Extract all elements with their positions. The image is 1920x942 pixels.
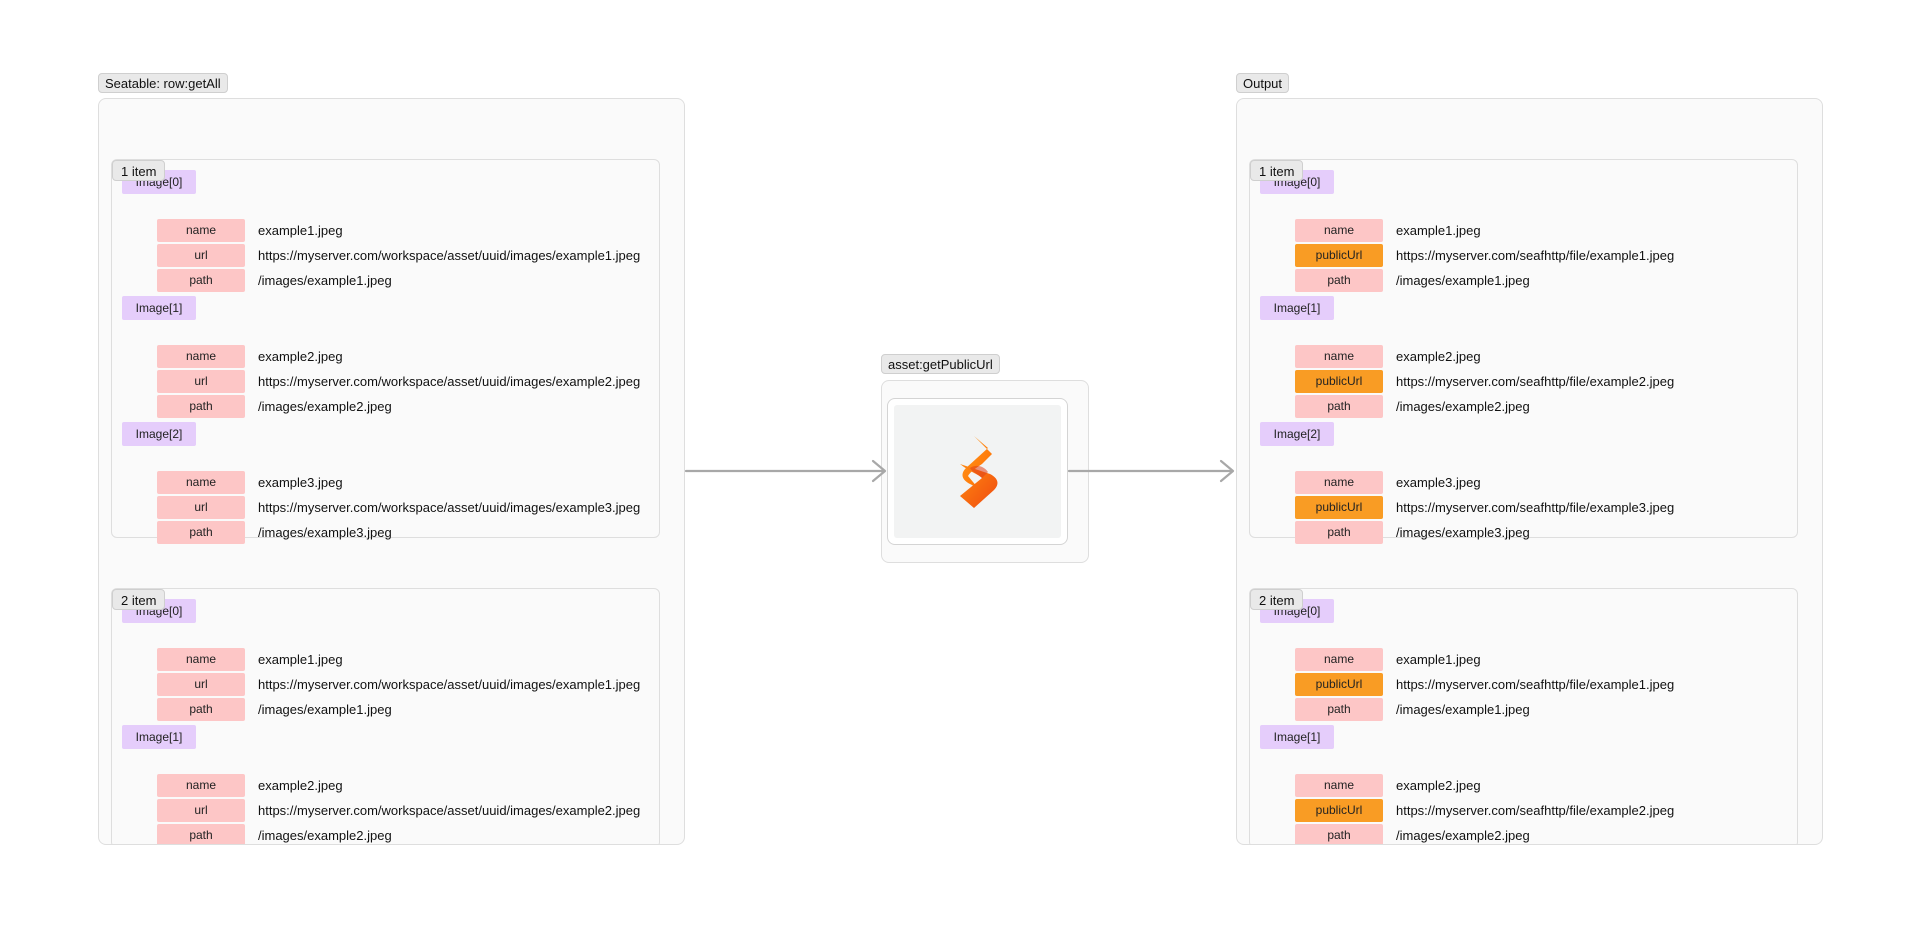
field-value: https://myserver.com/workspace/asset/uui… (258, 803, 641, 818)
field-value: example1.jpeg (258, 652, 343, 667)
field-key: publicUrl (1295, 496, 1383, 519)
field-key: publicUrl (1295, 799, 1383, 822)
field-value: /images/example1.jpeg (258, 273, 392, 288)
field-key: name (1295, 471, 1383, 494)
field-key: publicUrl (1295, 673, 1383, 696)
field-key: name (157, 774, 245, 797)
item-label: 2 item (1250, 589, 1304, 610)
operation-card[interactable] (887, 398, 1068, 545)
item-label: 1 item (112, 160, 166, 181)
field-value: example2.jpeg (1396, 349, 1481, 364)
field-key: path (1295, 824, 1383, 844)
field-value: https://myserver.com/workspace/asset/uui… (258, 677, 641, 692)
field-key: path (157, 521, 245, 544)
image-tag: Image[2] (1260, 422, 1334, 446)
item-label: 2 item (112, 589, 166, 610)
field-key: publicUrl (1295, 370, 1383, 393)
field-key: name (157, 648, 245, 671)
field-key: name (157, 471, 245, 494)
image-tag: Image[1] (122, 296, 196, 320)
field-value: /images/example2.jpeg (258, 828, 392, 843)
field-key: url (157, 673, 245, 696)
field-value: /images/example2.jpeg (1396, 399, 1530, 414)
field-value: /images/example3.jpeg (258, 525, 392, 540)
field-value: /images/example1.jpeg (258, 702, 392, 717)
field-value: /images/example2.jpeg (258, 399, 392, 414)
image-tag: Image[1] (1260, 296, 1334, 320)
field-value: /images/example2.jpeg (1396, 828, 1530, 843)
seatable-logo-icon (959, 435, 997, 508)
field-key: path (157, 395, 245, 418)
operation-title: asset:getPublicUrl (881, 354, 1000, 374)
field-value: /images/example3.jpeg (1396, 525, 1530, 540)
field-key: path (157, 824, 245, 844)
field-value: https://myserver.com/workspace/asset/uui… (258, 248, 641, 263)
field-key: url (157, 244, 245, 267)
field-key: name (157, 345, 245, 368)
field-value: https://myserver.com/seafhttp/file/examp… (1396, 500, 1675, 515)
image-tag: Image[2] (122, 422, 196, 446)
image-tag: Image[1] (1260, 725, 1334, 749)
field-key: publicUrl (1295, 244, 1383, 267)
field-value: https://myserver.com/workspace/asset/uui… (258, 374, 641, 389)
field-value: example2.jpeg (258, 349, 343, 364)
field-value: example1.jpeg (258, 223, 343, 238)
field-key: path (157, 269, 245, 292)
image-tag: Image[1] (122, 725, 196, 749)
connector-arrowhead-icon (1219, 459, 1235, 483)
field-value: example1.jpeg (1396, 223, 1481, 238)
field-key: url (157, 799, 245, 822)
field-key: url (157, 496, 245, 519)
field-key: name (1295, 219, 1383, 242)
field-key: path (1295, 698, 1383, 721)
field-value: example3.jpeg (258, 475, 343, 490)
field-key: name (1295, 774, 1383, 797)
field-value: example2.jpeg (258, 778, 343, 793)
field-value: /images/example1.jpeg (1396, 273, 1530, 288)
field-value: example1.jpeg (1396, 652, 1481, 667)
field-value: https://myserver.com/seafhttp/file/examp… (1396, 374, 1675, 389)
field-key: path (1295, 521, 1383, 544)
field-key: name (157, 219, 245, 242)
field-key: path (1295, 269, 1383, 292)
field-key: path (1295, 395, 1383, 418)
field-value: /images/example1.jpeg (1396, 702, 1530, 717)
field-key: path (157, 698, 245, 721)
field-value: https://myserver.com/seafhttp/file/examp… (1396, 677, 1675, 692)
field-key: name (1295, 648, 1383, 671)
field-key: name (1295, 345, 1383, 368)
field-value: https://myserver.com/workspace/asset/uui… (258, 500, 641, 515)
output-panel-title: Output (1236, 73, 1290, 93)
operation-node (881, 380, 1089, 563)
field-value: example3.jpeg (1396, 475, 1481, 490)
field-value: https://myserver.com/seafhttp/file/examp… (1396, 803, 1675, 818)
field-value: example2.jpeg (1396, 778, 1481, 793)
field-key: url (157, 370, 245, 393)
operation-card-body (894, 405, 1061, 538)
field-value: https://myserver.com/seafhttp/file/examp… (1396, 248, 1675, 263)
source-panel-title: Seatable: row:getAll (98, 73, 228, 93)
item-label: 1 item (1250, 160, 1304, 181)
